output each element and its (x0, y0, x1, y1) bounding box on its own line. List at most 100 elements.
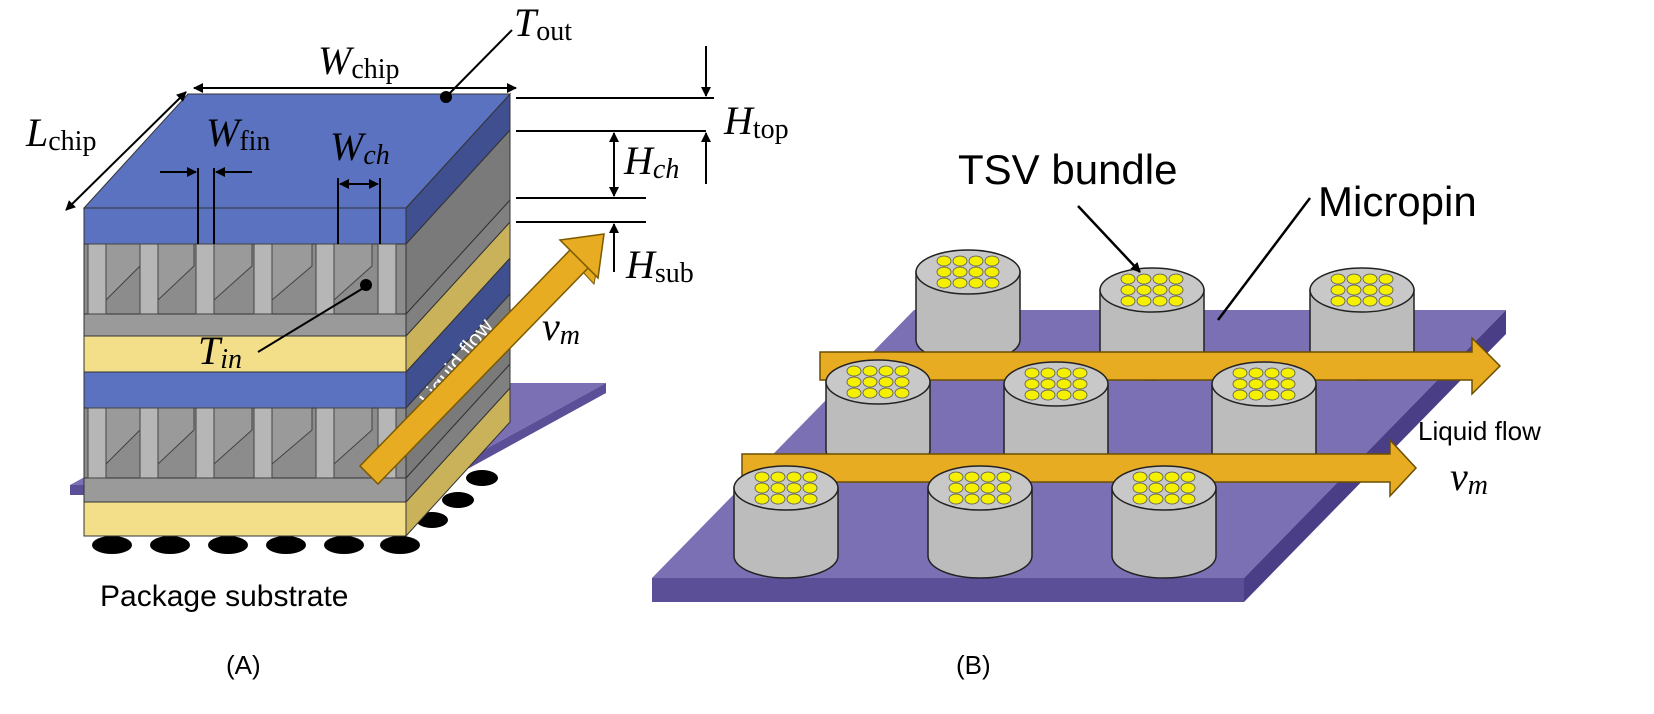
micropin (915, 249, 1021, 363)
tsv-via (984, 255, 1000, 267)
w-ch-label: Wch (330, 124, 390, 171)
tsv-via (1264, 367, 1280, 379)
tsv-via (1280, 389, 1296, 401)
tsv-via (1362, 295, 1378, 307)
tsv-via (894, 376, 910, 388)
micropin (927, 465, 1033, 579)
tsv-via (894, 387, 910, 399)
tsv-via (862, 387, 878, 399)
h-top-label: Htop (723, 98, 789, 145)
tsv-via (1378, 273, 1394, 285)
tsv-via (786, 482, 802, 494)
dimension-lines-a (65, 29, 714, 353)
tsv-via (1264, 378, 1280, 390)
tsv-via (1346, 295, 1362, 307)
tsv-via (1346, 284, 1362, 296)
tsv-via (878, 376, 894, 388)
tsv-via (1180, 482, 1196, 494)
micropin (825, 359, 931, 473)
package-substrate-label: Package substrate (100, 580, 348, 613)
tsv-via (936, 255, 952, 267)
tsv-via (1180, 493, 1196, 505)
tsv-via (984, 277, 1000, 289)
w-fin-label: Wfin (206, 110, 270, 157)
caption-a: (A) (226, 650, 261, 680)
tsv-via (1330, 273, 1346, 285)
tsv-bundle (846, 365, 910, 399)
v-m-label-a: vm (542, 304, 580, 351)
micropin (733, 465, 839, 579)
tsv-via (1164, 493, 1180, 505)
tsv-via (996, 471, 1012, 483)
tsv-via (894, 365, 910, 377)
tsv-via (980, 493, 996, 505)
tsv-via (1056, 378, 1072, 390)
tsv-via (1132, 482, 1148, 494)
tsv-bundle (948, 471, 1012, 505)
tsv-bundle (1232, 367, 1296, 401)
tsv-via (1120, 295, 1136, 307)
solder-bumps (92, 470, 498, 554)
micropin (1111, 465, 1217, 579)
leader-lines-b (1077, 197, 1311, 321)
tsv-via (802, 493, 818, 505)
tsv-via (1164, 482, 1180, 494)
tsv-via (1024, 367, 1040, 379)
tsv-bundle (1330, 273, 1394, 307)
micropin (1003, 361, 1109, 475)
tsv-via (1232, 389, 1248, 401)
tsv-via (786, 471, 802, 483)
tsv-via (1056, 367, 1072, 379)
tsv-via (1072, 389, 1088, 401)
tsv-via (968, 255, 984, 267)
tsv-via (1148, 493, 1164, 505)
tsv-via (1346, 273, 1362, 285)
dimension-labels-a: Wchip Tout Lchip Wfin Wch Htop Hch Hsub (25, 0, 789, 375)
tsv-via (754, 493, 770, 505)
tsv-via (1072, 378, 1088, 390)
tsv-via (1180, 471, 1196, 483)
tsv-via (1056, 389, 1072, 401)
h-sub-label: Hsub (625, 242, 694, 289)
tsv-via (1024, 389, 1040, 401)
tsv-via (936, 277, 952, 289)
tsv-via (1362, 284, 1378, 296)
tsv-via (1040, 367, 1056, 379)
tsv-bundle (1132, 471, 1196, 505)
flow-arrow-b-2 (741, 438, 1418, 498)
l-chip-label: Lchip (25, 110, 96, 157)
tsv-via (846, 376, 862, 388)
w-chip-label: Wchip (318, 38, 400, 85)
tsv-via (964, 493, 980, 505)
tsv-via (1132, 493, 1148, 505)
tsv-via (1280, 367, 1296, 379)
tsv-via (964, 482, 980, 494)
tsv-via (1040, 378, 1056, 390)
tsv-via (952, 266, 968, 278)
tsv-via (1136, 295, 1152, 307)
dimension-dots (360, 91, 452, 291)
tsv-via (1264, 389, 1280, 401)
t-in-label: Tin (198, 328, 242, 375)
tsv-via (770, 471, 786, 483)
tsv-via (1330, 295, 1346, 307)
tsv-via (1148, 482, 1164, 494)
tsv-via (1132, 471, 1148, 483)
flow-arrow-a (358, 233, 605, 486)
tsv-bundle (1120, 273, 1184, 307)
tsv-via (948, 493, 964, 505)
tsv-bundle (754, 471, 818, 505)
tsv-via (968, 277, 984, 289)
tsv-via (786, 493, 802, 505)
tsv-via (770, 482, 786, 494)
pin-row-3 (733, 465, 1217, 579)
panel-b: TSV bundle Micropin Liquid flow vm (B) (652, 146, 1541, 680)
tsv-via (1378, 284, 1394, 296)
tsv-via (984, 266, 1000, 278)
tsv-via (1168, 273, 1184, 285)
tsv-via (1248, 367, 1264, 379)
fins-bottom (87, 407, 397, 479)
caption-b: (B) (956, 650, 991, 680)
tsv-via (862, 376, 878, 388)
tsv-via (754, 482, 770, 494)
